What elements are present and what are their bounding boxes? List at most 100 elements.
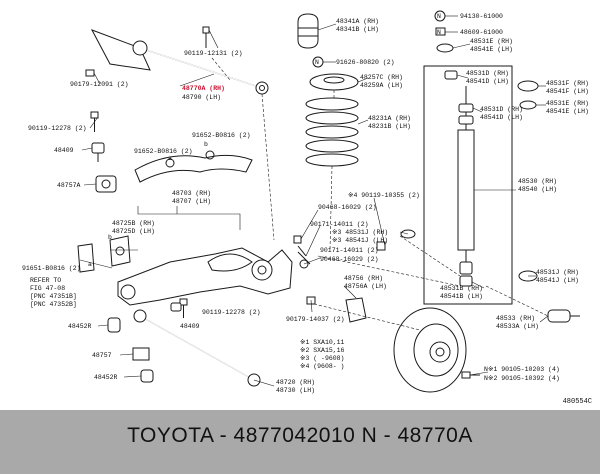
bushing-48452R-a	[107, 317, 121, 333]
label-48533: 48533 (RH)	[496, 315, 535, 322]
label-90171-14011-a: 90171-14011 (2)	[310, 221, 369, 228]
label-90179-12091: 90179-12091 (2)	[70, 81, 129, 88]
label-pnc1: [PNC 47351B]	[30, 293, 77, 300]
label-note4: ※4 (9608- )	[300, 363, 344, 370]
label-letter-n2: N	[437, 13, 441, 20]
label-48707: 48707 (LH)	[172, 198, 211, 205]
label-48541E-right: 48541E (LH)	[546, 108, 589, 115]
label-48541B: 48541B (LH)	[440, 293, 483, 300]
bracket-47351B	[77, 243, 95, 273]
label-48756A: 48756A (LH)	[344, 283, 387, 290]
bracket-48756	[345, 297, 367, 323]
label-48531J-right: 48531J (RH)	[536, 269, 579, 276]
label-48725D: 48725D (LH)	[112, 228, 155, 235]
label-48770A: 48770A (RH)	[182, 85, 225, 92]
label-letter-a2: a	[88, 261, 92, 268]
label-90119-10355: ※4 90119-10355 (2)	[348, 192, 420, 199]
spring-insulator-48257C	[309, 73, 359, 91]
label-90171-14011-b: 90171-14011 (2)	[320, 247, 379, 254]
label-48720: 48720 (RH)	[276, 379, 315, 386]
label-48530: 48530 (RH)	[518, 178, 557, 185]
leader-lines	[79, 15, 549, 387]
label-48531E: 48531E (RH)	[470, 38, 513, 45]
label-48533A: 48533A (LH)	[496, 323, 539, 330]
label-note1: ※1 SXA10,11	[300, 339, 345, 346]
coil-spring-48231A	[305, 97, 359, 167]
label-48452R-a: 48452R	[68, 323, 92, 330]
label-48409-b: 48409	[180, 323, 200, 330]
label-48730: 48730 (LH)	[276, 387, 315, 394]
bushing-48409-b	[170, 302, 182, 312]
label-letter-a1: a	[168, 155, 172, 162]
bolt-90119-12278-a	[90, 111, 99, 132]
bolt-90171-14011-a	[297, 245, 307, 257]
label-48231A: 48231A (RH)	[368, 115, 411, 122]
label-letter-n4: N	[484, 366, 488, 373]
bushing-48757A	[95, 175, 117, 193]
label-letter-n5: N	[484, 375, 488, 382]
label-note2: ※2 SXA15,16	[300, 347, 345, 354]
cushion-48531E	[436, 43, 454, 53]
label-pnc2: [PNC 47352B]	[30, 301, 77, 308]
bushing-48533	[547, 309, 580, 323]
label-90468-16029-a: 90468-16029 (2)	[318, 204, 377, 211]
bolt-90119-12278-b	[179, 298, 188, 318]
label-note3: ※3 ( -9608)	[300, 355, 344, 362]
label-48531D-b: 48531D (RH)	[480, 106, 523, 113]
label-48531D-a: 48531D (RH)	[466, 70, 509, 77]
label-48541F: 48541F (LH)	[546, 88, 589, 95]
washer-90468-16029-a	[293, 235, 302, 244]
bushing-48452R-b	[140, 369, 154, 383]
label-48703: 48703 (RH)	[172, 190, 211, 197]
label-91626: 91626-80820 (2)	[336, 59, 395, 66]
lower-arm-cover-48703	[134, 150, 253, 183]
bushing-48757	[132, 347, 150, 361]
label-90119-12278-a: 90119-12278 (2)	[28, 125, 87, 132]
washer-48531F	[517, 80, 539, 92]
label-48257C: 48257C (RH)	[360, 74, 403, 81]
label-48531E-right: 48531E (RH)	[546, 100, 589, 107]
label-90179-14037: 90179-14037 (2)	[286, 316, 345, 323]
label-91652-a: 91652-B0816 (2)	[134, 148, 193, 155]
shock-absorber-box	[423, 65, 513, 305]
bound-stopper-48341A	[297, 13, 319, 49]
parts-diagram: 90119-12131 (2) 90179-12091 (2) 48770A (…	[22, 10, 589, 394]
label-letter-b2: b	[108, 234, 112, 241]
label-refer: REFER TO	[30, 277, 61, 284]
footer-bar: TOYOTA - 4877042010 N - 48770A	[0, 410, 600, 474]
label-48531J-mid: ※3 48531J (RH)	[332, 229, 388, 236]
label-90105-10203: ※1 90105-10203 (4)	[488, 366, 560, 373]
label-48259A: 48259A (LH)	[360, 82, 403, 89]
part-number-caption: TOYOTA - 4877042010 N - 48770A	[127, 424, 473, 447]
label-48409-a: 48409	[54, 147, 74, 154]
bushing-48409-a	[91, 142, 105, 162]
label-90468-16029-b: 90468-16029 (2)	[320, 256, 379, 263]
label-fig: FIG 47-08	[30, 285, 65, 292]
label-90119-12131: 90119-12131 (2)	[184, 50, 243, 57]
lower-control-rod-48720	[133, 309, 261, 387]
label-48609: 48609-61000	[460, 29, 503, 36]
label-48452R-b: 48452R	[94, 374, 118, 381]
label-48756: 48756 (RH)	[344, 275, 383, 282]
label-48541J-right: 48541J (LH)	[536, 277, 579, 284]
nut-90179-12091	[85, 69, 95, 77]
diagram-code: 480554C	[562, 398, 592, 406]
label-48757: 48757	[92, 352, 112, 359]
label-letter-n3: N	[437, 29, 441, 36]
shock-absorber-48530	[444, 70, 475, 287]
bolt-90119-12131	[202, 26, 210, 48]
label-48541E: 48541E (LH)	[470, 46, 513, 53]
nut-48609	[435, 27, 446, 36]
label-48531B: 48531B (RH)	[440, 285, 483, 292]
label-48757A: 48757A	[57, 182, 81, 189]
label-90105-10392: ※2 90105-10392 (4)	[488, 375, 560, 382]
label-94130: 94130-61000	[460, 13, 503, 20]
label-48541J-mid: ※3 48541J (LH)	[332, 237, 388, 244]
label-91652-b: 91652-B0816 (2)	[192, 132, 251, 139]
label-48540: 48540 (LH)	[518, 186, 557, 193]
label-48725B: 48725B (RH)	[112, 220, 155, 227]
label-letter-b1: b	[204, 141, 208, 148]
label-48341B: 48341B (LH)	[336, 26, 379, 33]
label-48790: 48790 (LH)	[182, 94, 221, 101]
label-48541D-b: 48541D (LH)	[480, 114, 523, 121]
